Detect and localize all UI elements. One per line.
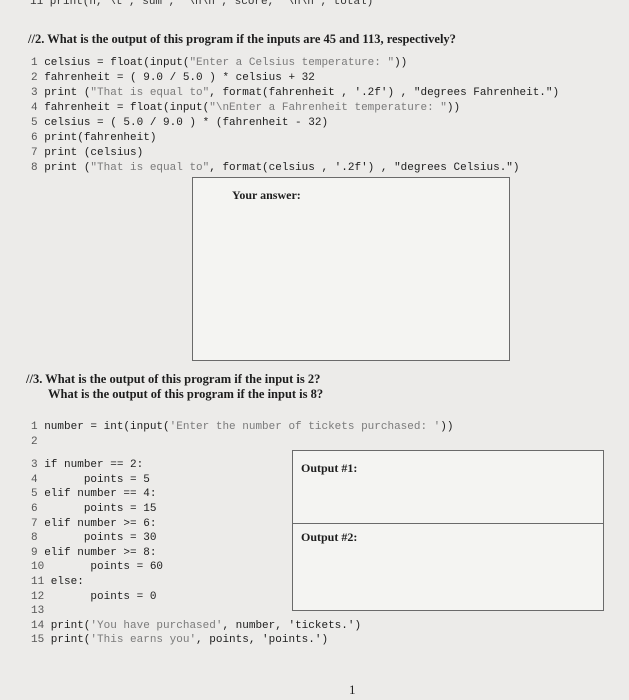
code-text: )): [440, 421, 454, 433]
line-number: 6: [31, 503, 38, 515]
line-number: 1: [31, 421, 38, 433]
code-text: number = int(input(: [37, 421, 170, 433]
code-text: celsius = ( 5.0 / 9.0 ) * (fahrenheit - …: [37, 117, 329, 129]
code-string: "That is equal to": [90, 162, 210, 174]
line-number: 13: [31, 605, 45, 618]
code-text: , points, 'points.'): [196, 634, 329, 647]
code-text: , format(celsius , '.2f') , "degrees Cel…: [209, 162, 520, 174]
q2-code-line: 5 celsius = ( 5.0 / 9.0 ) * (fahrenheit …: [31, 117, 328, 130]
q2-code-line: 7 print (celsius): [31, 147, 143, 160]
q2-code-line: 1 celsius = float(input("Enter a Celsius…: [31, 57, 407, 70]
code-text: points = 5: [37, 473, 150, 486]
line-number: 5: [31, 488, 38, 501]
page-number: 1: [349, 682, 356, 697]
q3-code-line: 2: [31, 436, 38, 449]
code-string: "\nEnter a Fahrenheit temperature: ": [209, 102, 447, 114]
code-text: celsius = float(input(: [37, 57, 190, 69]
code-text: print(: [44, 634, 91, 647]
line-number: 3: [31, 459, 38, 472]
top-code-fragment: 11 print(n,'\t', sum , '\n\n', score, '\…: [30, 0, 374, 8]
code-text: , number, 'tickets.'): [222, 619, 362, 632]
line-number: 11: [31, 576, 45, 588]
line-number: 2: [31, 72, 38, 84]
question-3-title-line2: What is the output of this program if th…: [48, 387, 324, 401]
output-1-label: Output #1:: [301, 461, 358, 475]
code-text: print (: [37, 87, 91, 99]
q2-code-line: 6 print(fahrenheit): [31, 132, 156, 145]
q3-code-line: 4 points = 5: [31, 474, 150, 487]
output-1-box[interactable]: Output #1:: [292, 450, 604, 526]
code-text: )): [394, 57, 408, 69]
code-string: 'Enter the number of tickets purchased: …: [169, 421, 441, 433]
code-text: fahrenheit = ( 9.0 / 5.0 ) * celsius + 3…: [37, 72, 315, 84]
q2-answer-box[interactable]: Your answer:: [192, 177, 510, 361]
q3-code-line: 6 points = 15: [31, 503, 156, 516]
code-string: 'This earns you': [90, 634, 197, 647]
line-number: 7: [31, 517, 38, 530]
code-text: if number == 2:: [37, 459, 144, 472]
line-number: 15: [31, 634, 45, 647]
q3-code-line: 12 points = 0: [31, 591, 156, 604]
line-number: 4: [31, 473, 38, 486]
line-number: 14: [31, 619, 45, 632]
q2-code-line: 3 print ("That is equal to", format(fahr…: [31, 87, 559, 100]
output-2-label: Output #2:: [301, 530, 358, 544]
line-number: 2: [31, 435, 38, 448]
code-string: "Enter a Celsius temperature: ": [189, 57, 395, 69]
code-text: , format(fahrenheit , '.2f') , "degrees …: [209, 87, 560, 99]
line-number: 6: [31, 132, 38, 144]
line-number: 3: [31, 87, 38, 99]
line-number: 10: [31, 561, 45, 574]
question-2-title: //2. What is the output of this program …: [28, 32, 456, 46]
line-number: 8: [31, 532, 38, 545]
q3-code-line: 1 number = int(input('Enter the number o…: [31, 421, 454, 434]
code-text: elif number == 4:: [37, 488, 157, 501]
q3-code-line: 15 print('This earns you', points, 'poin…: [31, 634, 328, 647]
q2-code-line: 2 fahrenheit = ( 9.0 / 5.0 ) * celsius +…: [31, 72, 315, 85]
code-text: elif number >= 8:: [37, 546, 157, 559]
code-text: fahrenheit = float(input(: [37, 102, 210, 114]
line-number: 9: [31, 546, 38, 559]
code-text: print(: [44, 619, 91, 632]
line-number: 7: [31, 147, 38, 159]
code-text: points = 0: [44, 590, 157, 603]
q3-code-line: 14 print('You have purchased', number, '…: [31, 620, 361, 633]
code-string: "That is equal to": [90, 87, 210, 99]
code-text: print(fahrenheit): [37, 132, 157, 144]
code-text: print (: [37, 162, 91, 174]
code-text: elif number >= 6:: [37, 517, 157, 530]
line-number: 12: [31, 590, 45, 603]
code-text: print (celsius): [37, 147, 144, 159]
q2-code-line: 4 fahrenheit = float(input("\nEnter a Fa…: [31, 102, 460, 115]
q3-code-line: 13: [31, 605, 44, 618]
q3-code-line: 10 points = 60: [31, 561, 163, 574]
question-3-title-line1: //3. What is the output of this program …: [26, 372, 321, 386]
q2-answer-label: Your answer:: [232, 188, 301, 202]
q2-code-line: 8 print ("That is equal to", format(cels…: [31, 162, 520, 175]
line-number: 1: [31, 57, 38, 69]
line-number: 4: [31, 102, 38, 114]
q3-code-line: 5 elif number == 4:: [31, 488, 156, 501]
code-string: 'You have purchased': [90, 619, 223, 632]
code-text: points = 15: [37, 503, 157, 515]
q3-code-line: 8 points = 30: [31, 532, 156, 545]
output-2-box[interactable]: Output #2:: [292, 523, 604, 611]
line-number: 8: [31, 162, 38, 174]
q3-code-line: 7 elif number >= 6:: [31, 518, 156, 531]
q3-code-line: 11 else:: [31, 576, 84, 589]
q3-code-line: 3 if number == 2:: [31, 459, 143, 472]
code-text: points = 30: [37, 532, 157, 545]
code-text: )): [446, 102, 461, 114]
code-text: points = 60: [44, 561, 164, 574]
line-number: 5: [31, 117, 38, 129]
q3-code-line: 9 elif number >= 8:: [31, 547, 156, 560]
code-text: else:: [44, 576, 84, 588]
